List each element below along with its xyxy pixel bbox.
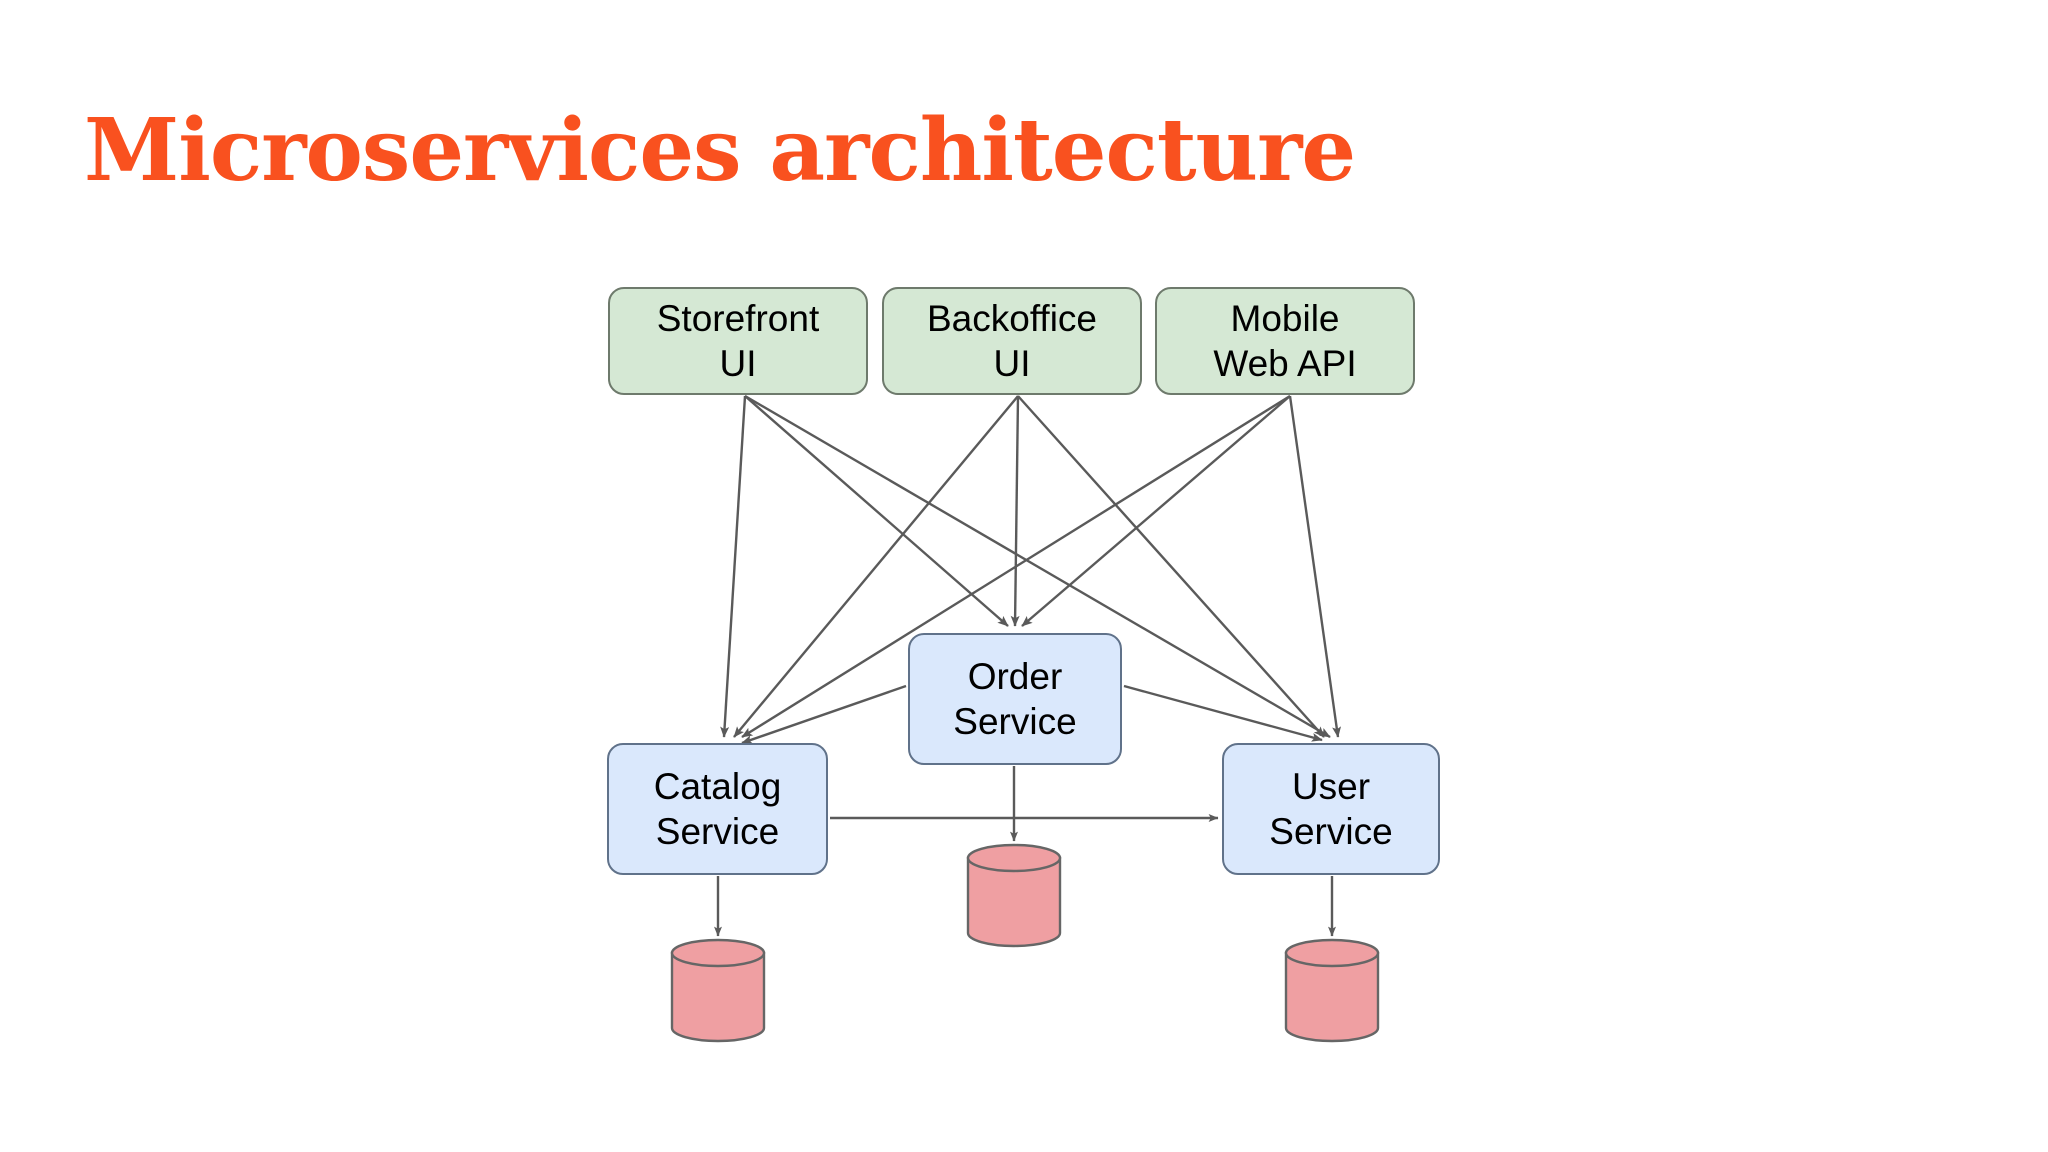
edge-backoffice-ui-to-user-service (1017, 395, 1325, 738)
node-order-service[interactable] (908, 633, 1122, 765)
node-catalog-service[interactable] (607, 743, 828, 875)
node-order-database[interactable] (966, 843, 1062, 948)
edge-mobile-web-api-to-user-service (1288, 395, 1342, 738)
node-storefront-ui[interactable] (608, 287, 868, 395)
edge-mobile-web-api-to-catalog-service (741, 394, 1291, 739)
edge-group-service-to-database (714, 766, 1336, 937)
edge-backoffice-ui-to-order-service (1010, 395, 1020, 627)
edge-backoffice-ui-to-catalog-service (733, 395, 1019, 738)
node-backoffice-ui[interactable] (882, 287, 1142, 395)
edge-storefront-ui-to-user-service (744, 394, 1331, 739)
edge-order-service-to-user-service (1123, 684, 1323, 742)
node-catalog-database[interactable] (670, 938, 766, 1043)
edge-group-client-to-service (720, 394, 1342, 739)
node-user-database[interactable] (1284, 938, 1380, 1043)
catalog-database-body (670, 951, 766, 1043)
catalog-database-top (670, 938, 766, 968)
order-database-top (966, 843, 1062, 873)
edge-storefront-ui-to-order-service (744, 395, 1009, 627)
user-database-top (1284, 938, 1380, 968)
user-database-body (1284, 951, 1380, 1043)
node-mobile-web-api[interactable] (1155, 287, 1415, 395)
edge-storefront-ui-to-catalog-service (720, 395, 747, 738)
order-database-body (966, 856, 1062, 948)
database-group (670, 843, 1380, 1043)
edge-order-service-to-catalog-service (741, 684, 907, 745)
page-title: Microservices architecture (84, 100, 1356, 201)
edge-group-service-to-service (741, 684, 1323, 822)
edge-mobile-web-api-to-order-service (1021, 395, 1291, 627)
node-user-service[interactable] (1222, 743, 1440, 875)
